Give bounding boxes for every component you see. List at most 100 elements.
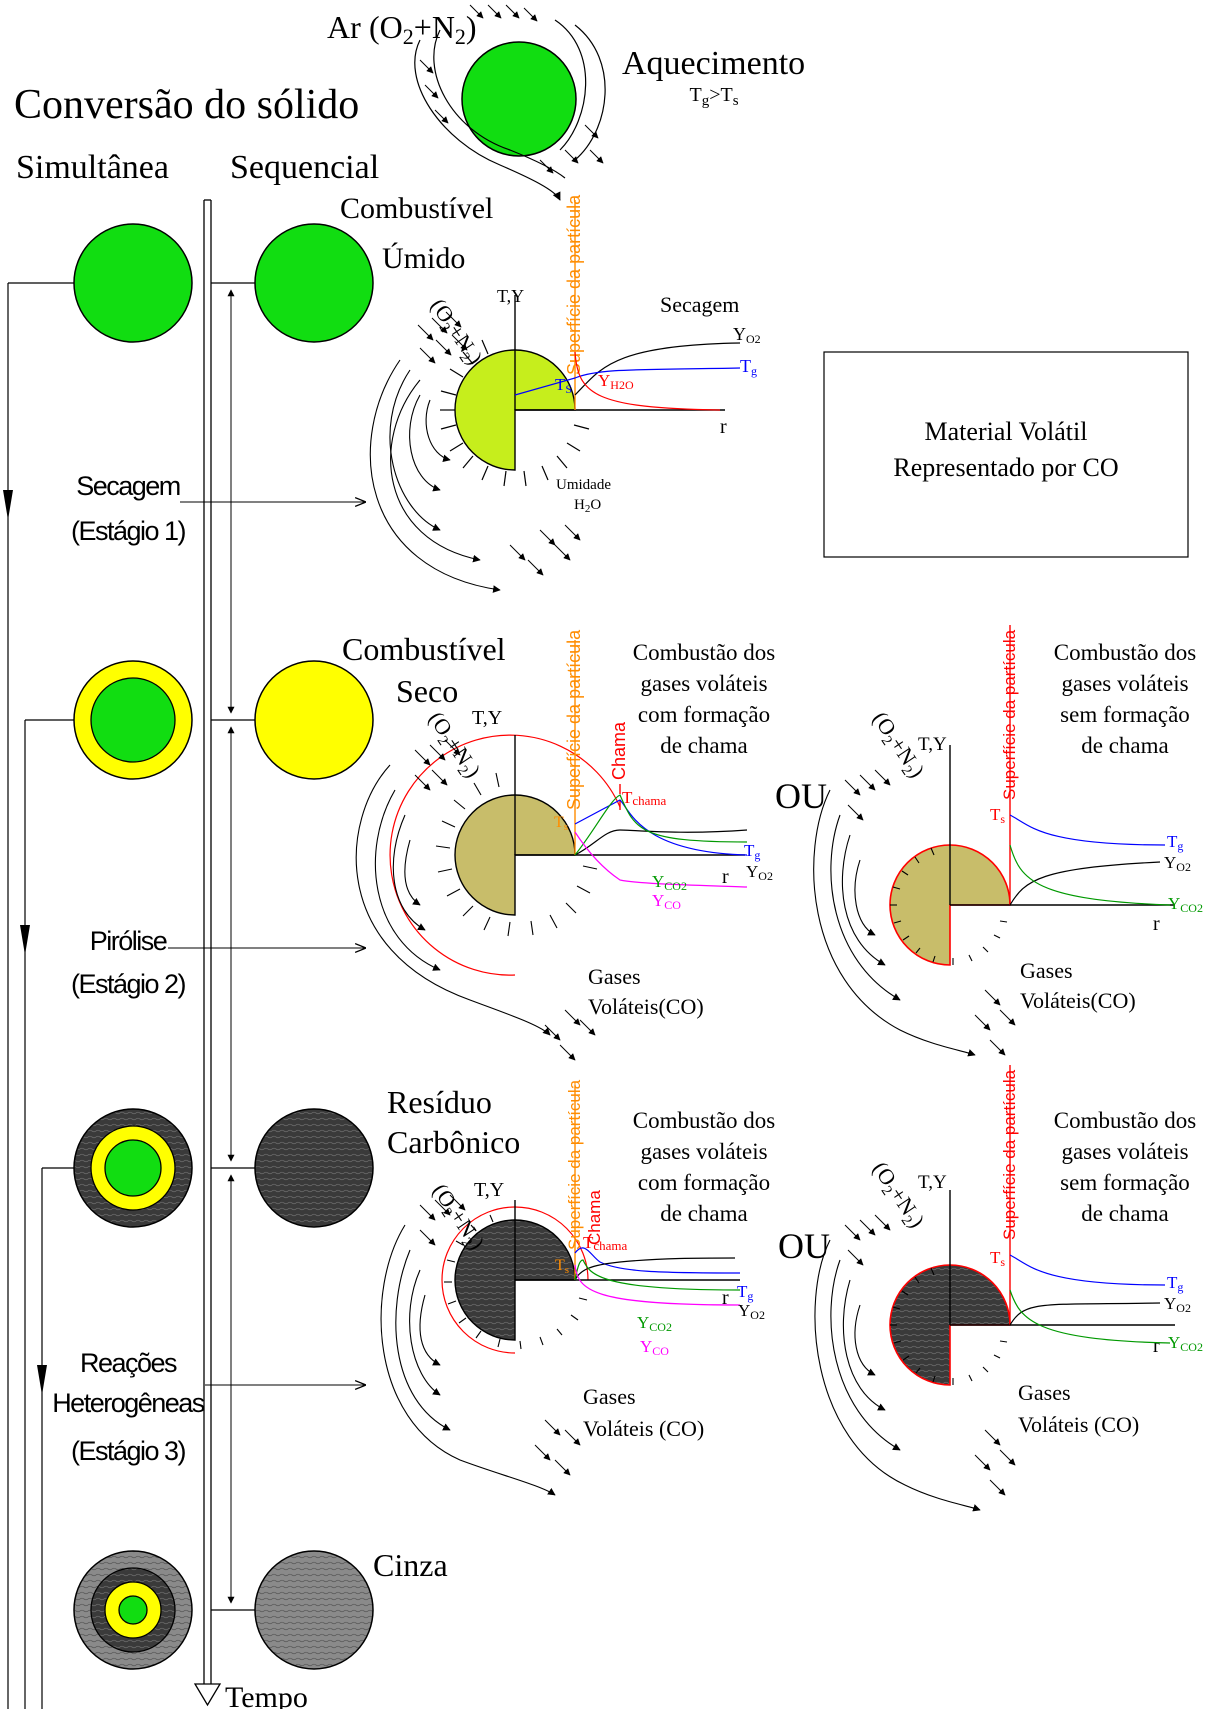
char-noflame-caption-2: gases voláteis — [1061, 1139, 1188, 1164]
pyro-noflame-label-ts: Ts — [990, 805, 1005, 826]
pyro-noflame-label-yco2: YCO2 — [1168, 894, 1203, 915]
air-label: Ar — [327, 9, 361, 45]
char-flame-oxidizer-arrows — [419, 1194, 581, 1476]
pyrolysis-noflame-panel: OU Combustão dos gases voláteis sem form… — [775, 625, 1203, 1057]
header: Conversão do sólido Simultânea Sequencia… — [14, 82, 379, 186]
drying-ticks — [440, 339, 590, 487]
char-flame-gases-1: Gases — [583, 1384, 636, 1409]
pyro-noflame-caption-4: de chama — [1081, 733, 1168, 758]
pyro-curve-yco2 — [574, 794, 748, 856]
drying-moisture-2: H2O — [574, 497, 601, 515]
char-noflame-gases-2: Voláteis (CO) — [1018, 1412, 1139, 1437]
drying-curve-yh2o — [574, 351, 721, 411]
char-noflame-ticks — [890, 1267, 1008, 1385]
heating-title: Aquecimento — [622, 45, 805, 82]
drying-flow-lines — [369, 359, 501, 593]
legend-line-2: Representado por CO — [893, 453, 1118, 482]
char-noflame-curve-yo2 — [1009, 1302, 1161, 1326]
pyro-label-tg: Tg — [744, 841, 760, 862]
pyro-oxidizer-arrows — [414, 739, 596, 1061]
drying-axis-x: r — [720, 416, 727, 438]
char-noflame-surface-label: Superfície da partícula — [1000, 1069, 1019, 1240]
stage-heterogeneous-3: (Estágio 3) — [71, 1436, 186, 1466]
seq-particle-ash — [254, 1550, 374, 1670]
pyro-curve-tg — [574, 799, 748, 856]
char-flame-label-yo2: YO2 — [738, 1301, 765, 1322]
char-flame-axis-y: T,Y — [474, 1179, 504, 1201]
char-flame-flame-label: Chama — [585, 1190, 604, 1245]
pyro-noflame-flow-lines — [813, 789, 976, 1057]
drying-panel-title: Secagem — [660, 292, 739, 317]
pyro-flame-caption-3: com formação — [638, 702, 770, 727]
drying-label-yh2o: YH2O — [598, 371, 634, 392]
char-flame-label-tg: Tg — [737, 1282, 753, 1303]
char-flame-caption-1: Combustão dos — [633, 1108, 776, 1133]
pyro-noflame-label-tg: Tg — [1167, 832, 1183, 853]
stage-pyrolysis-1: Pirólise — [90, 926, 167, 956]
heating-flow-line — [574, 24, 606, 161]
heating-flow-line — [554, 19, 587, 151]
drying-label-yo2: YO2 — [733, 324, 761, 346]
char-flame-ticks — [444, 1214, 588, 1350]
dry-fuel-label-1: Combustível — [342, 631, 506, 667]
dry-fuel-label-2: Seco — [396, 673, 458, 709]
char-flame-label-yco: YCO — [640, 1337, 669, 1358]
pyro-noflame-curve-yco2 — [1009, 844, 1171, 906]
pyro-noflame-curve-tg — [1009, 814, 1166, 846]
drying-curve-tg — [514, 367, 741, 396]
heating-flow-line — [414, 39, 561, 201]
pyro-or-label: OU — [775, 776, 827, 816]
pyro-ticks — [435, 772, 598, 937]
char-noflame-label-yo2: YO2 — [1164, 1294, 1191, 1315]
seq-particle-char — [254, 1108, 374, 1228]
pyro-noflame-ticks — [890, 847, 1008, 965]
char-flame-caption-2: gases voláteis — [640, 1139, 767, 1164]
wet-fuel-label-2: Úmido — [382, 242, 465, 275]
pyro-axis-x: r — [722, 866, 729, 888]
drying-oxidizer-arrows — [417, 311, 581, 576]
state-labels: Combustível Úmido Combustível Seco Resíd… — [340, 192, 520, 1583]
char-flame-particle — [454, 1219, 576, 1341]
pyro-curve-yco — [574, 831, 748, 888]
drying-particle — [454, 349, 576, 471]
char-noflame-gases-1: Gases — [1018, 1380, 1071, 1405]
char-flame-axis-x: r — [722, 1287, 729, 1309]
char-flame-surface-label: Superfície da partícula — [565, 1079, 584, 1250]
char-noflame-curve-yco2 — [1009, 1289, 1171, 1344]
pyro-noflame-caption-1: Combustão dos — [1054, 640, 1197, 665]
drying-label-ts: TS — [555, 375, 572, 396]
char-flame-flow-lines — [380, 1224, 556, 1496]
pyro-flame-caption-4: de chama — [660, 733, 747, 758]
pyrolysis-flame-panel: Combustão dos gases voláteis com formaçã… — [355, 629, 775, 1061]
drying-axis-y: T,Y — [497, 286, 524, 306]
char-flame-caption-4: de chama — [660, 1201, 747, 1226]
char-noflame-axis-x: r — [1153, 1335, 1160, 1357]
seq-particle-wet — [254, 223, 374, 343]
char-flame-label-tchama: Tchama — [583, 1233, 628, 1253]
stage-pyrolysis-2: (Estágio 2) — [71, 969, 186, 999]
ash-label: Cinza — [373, 1547, 448, 1583]
pyro-gases-1: Gases — [588, 964, 641, 989]
char-noflame-particle — [889, 1264, 1011, 1386]
pyro-noflame-surface-label: Superfície da partícula — [1000, 629, 1019, 800]
char-flame-curve-yo2 — [574, 1257, 736, 1281]
char-noflame-panel: OU Combustão dos gases voláteis sem form… — [778, 1065, 1203, 1512]
char-noflame-label-yco2: YCO2 — [1168, 1333, 1203, 1354]
pyro-flame-label: Chama — [609, 721, 629, 780]
simultaneous-particles — [73, 223, 193, 1670]
sequential-connectors — [211, 282, 260, 1611]
time-axis: Tempo — [193, 199, 308, 1709]
pyro-flow-lines — [355, 764, 551, 1036]
pyro-noflame-caption-3: sem formação — [1060, 702, 1190, 727]
pyro-label-yco: YCO — [652, 891, 681, 912]
pyro-noflame-label-yo2: YO2 — [1164, 853, 1191, 874]
sim-particle-wet — [73, 223, 193, 343]
stage-drying-1: Secagem — [76, 471, 180, 501]
char-noflame-curve-tg — [1009, 1254, 1166, 1286]
pyro-noflame-axis-y: T,Y — [918, 734, 947, 755]
column-label-simultaneous: Simultânea — [16, 149, 169, 186]
volatile-legend-box: Material Volátil Representado por CO — [823, 351, 1189, 558]
pyro-noflame-gases-2: Voláteis(CO) — [1020, 988, 1136, 1013]
char-flame-front — [441, 1206, 589, 1354]
char-flame-curve-yco — [574, 1264, 741, 1306]
